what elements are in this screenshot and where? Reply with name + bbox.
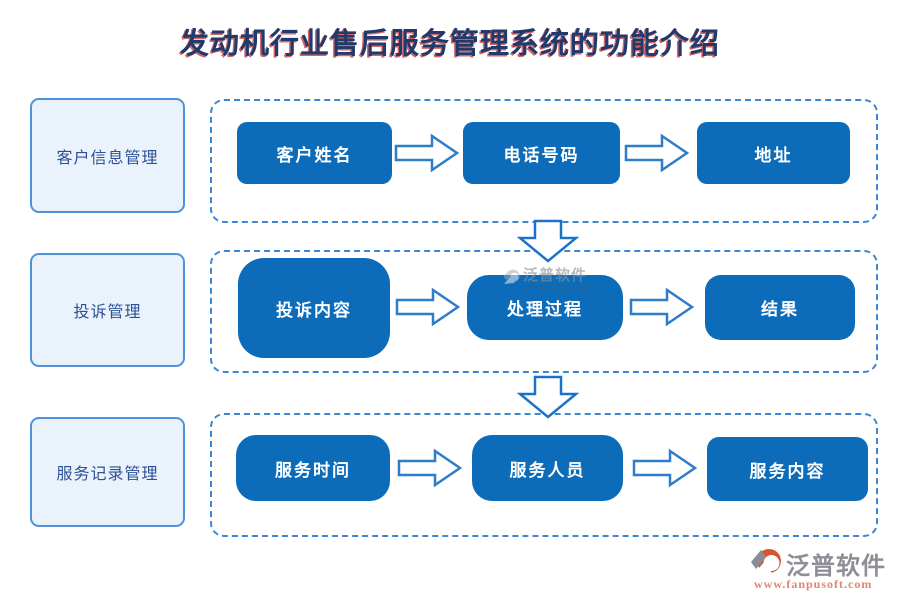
brand-footer: 泛普软件 www.fanpusoft.com xyxy=(750,546,892,594)
brand-url: www.fanpusoft.com xyxy=(754,577,873,591)
step-box: 结果 xyxy=(705,275,855,340)
step-box: 服务内容 xyxy=(707,437,868,501)
arrow-right-icon xyxy=(624,133,690,173)
category-box-customer-info: 客户信息管理 xyxy=(30,98,185,213)
step-box: 处理过程 xyxy=(467,275,623,340)
step-box: 地址 xyxy=(697,122,850,184)
step-box: 服务时间 xyxy=(236,435,390,501)
category-box-service-record: 服务记录管理 xyxy=(30,417,185,527)
arrow-right-icon xyxy=(629,287,695,327)
category-label: 投诉管理 xyxy=(73,304,142,321)
category-label: 服务记录管理 xyxy=(56,466,159,483)
step-box: 电话号码 xyxy=(463,122,620,184)
category-label: 客户信息管理 xyxy=(56,149,159,167)
arrow-right-icon xyxy=(397,448,463,488)
arrow-down-icon xyxy=(517,219,579,263)
category-box-complaint: 投诉管理 xyxy=(30,253,185,367)
brand-name: 泛普软件 xyxy=(786,554,886,580)
step-box: 投诉内容 xyxy=(238,258,390,358)
arrow-down-icon xyxy=(517,375,579,419)
page-title: 发动机行业售后服务管理系统的功能介绍 xyxy=(179,28,720,60)
arrow-right-icon xyxy=(394,133,460,173)
step-box: 客户姓名 xyxy=(237,122,392,184)
arrow-right-icon xyxy=(395,287,461,327)
arrow-right-icon xyxy=(632,448,698,488)
fanpu-logo-icon xyxy=(751,549,781,576)
step-box: 服务人员 xyxy=(472,435,623,501)
